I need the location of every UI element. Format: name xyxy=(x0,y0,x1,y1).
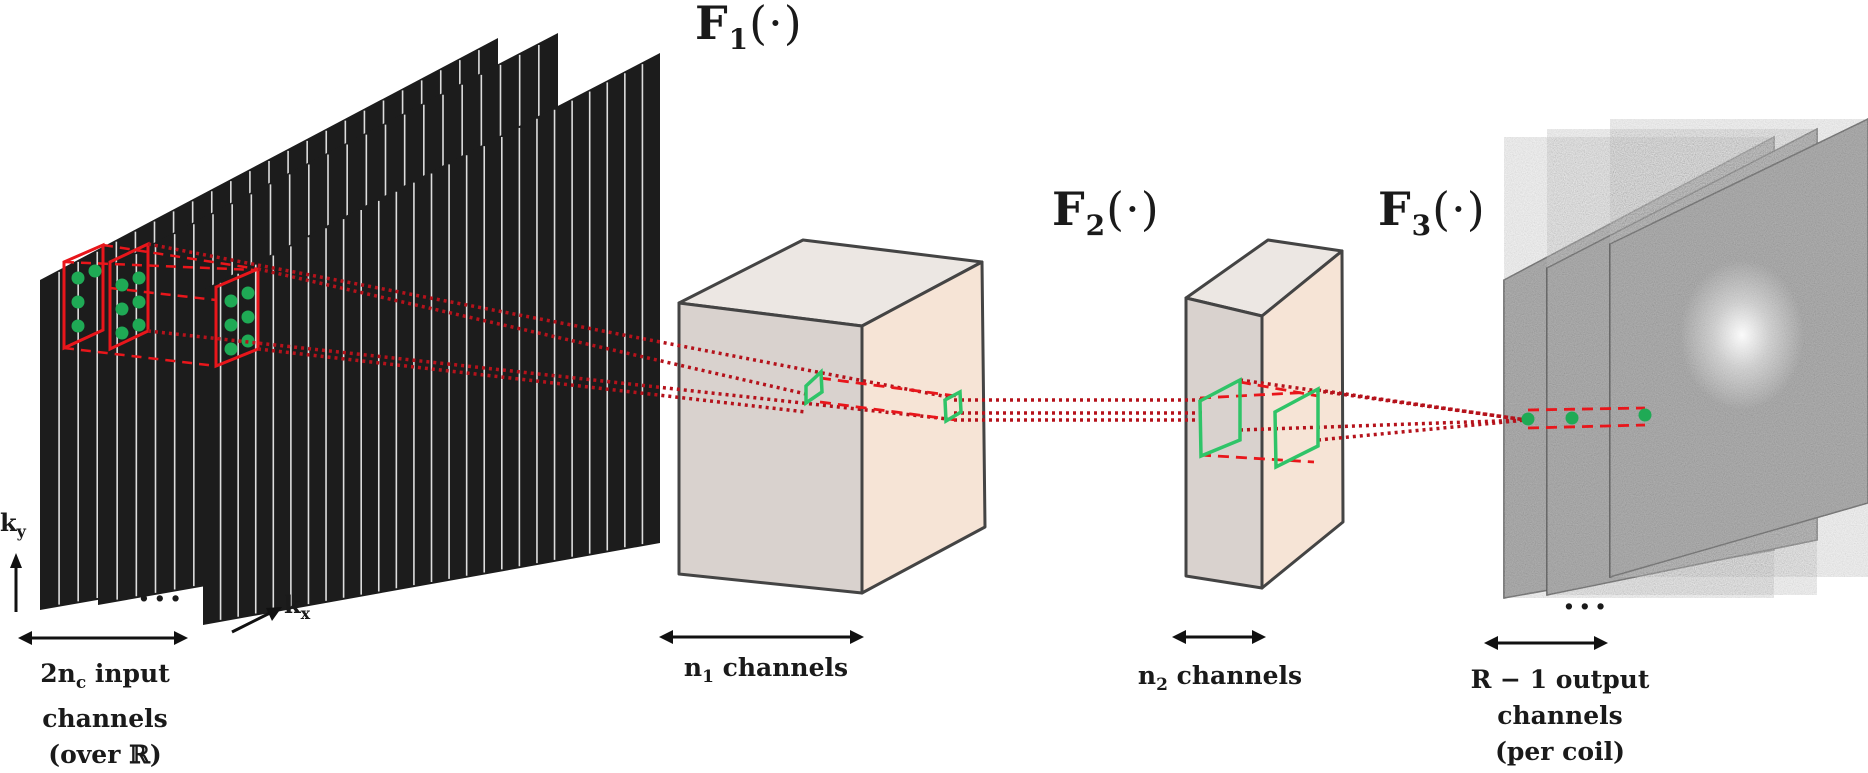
kernel-link-bottom xyxy=(63,346,217,368)
input-caption-line2: channels xyxy=(42,704,168,733)
feature-link xyxy=(1527,423,1646,430)
projection-line xyxy=(257,267,807,396)
sample-point xyxy=(132,318,146,332)
sample-point xyxy=(71,271,85,285)
input-kspace-stack xyxy=(40,33,660,625)
sample-point xyxy=(132,271,146,285)
output-ellipsis: ... xyxy=(1563,578,1611,618)
input-channels-caption: 2nc input channels (over ℝ) xyxy=(5,656,205,773)
layer2-front-face xyxy=(1184,296,1264,590)
operator-f1-label: F1(·) xyxy=(695,0,803,57)
sample-point xyxy=(115,326,129,340)
layer1-block xyxy=(677,238,987,595)
output-map-front xyxy=(1609,118,1868,578)
n2-channels-arrow xyxy=(1172,630,1266,644)
sample-point xyxy=(115,302,129,316)
sample-point xyxy=(71,319,85,333)
output-image-stack xyxy=(1503,118,1868,599)
layer1-front-face xyxy=(677,301,864,595)
kernel-link-top xyxy=(63,260,257,272)
output-channels-caption: R − 1 output channels (per coil) xyxy=(1450,662,1670,770)
input-caption-line1: 2nc input xyxy=(40,659,170,693)
output-point xyxy=(1565,411,1579,425)
kernel-box-back xyxy=(62,242,105,351)
output-caption-line3: (per coil) xyxy=(1495,737,1625,766)
ky-arrow xyxy=(10,553,22,612)
feature-link xyxy=(819,400,957,422)
projection-line xyxy=(147,329,949,421)
kx-axis-label: kx xyxy=(284,590,311,623)
sample-point xyxy=(224,294,238,308)
output-caption-line2: channels xyxy=(1497,701,1623,730)
layer2-back-window xyxy=(1273,386,1320,470)
output-points xyxy=(1521,408,1652,426)
dimension-arrows xyxy=(10,553,1608,650)
operator-f2-label: F2(·) xyxy=(1052,182,1160,243)
receptive-field-lines xyxy=(147,242,1646,464)
projection-line xyxy=(257,347,807,414)
sample-point xyxy=(224,318,238,332)
projection-line xyxy=(1239,418,1527,432)
kspace-slab-front xyxy=(203,53,660,625)
sampling-lines-front xyxy=(219,64,644,620)
input-channels-arrow xyxy=(18,631,188,645)
output-channels-arrow xyxy=(1484,636,1608,650)
feature-link xyxy=(1199,453,1315,464)
feature-windows xyxy=(804,368,1320,470)
output-caption-line1: R − 1 output xyxy=(1470,665,1650,694)
output-point xyxy=(1521,412,1535,426)
sample-point xyxy=(241,286,255,300)
projection-line xyxy=(147,242,949,399)
ky-axis-label: ky xyxy=(0,508,26,541)
sample-point xyxy=(88,264,102,278)
n1-channels-arrow xyxy=(659,630,864,644)
input-caption-line3: (over ℝ) xyxy=(48,740,162,769)
output-point xyxy=(1638,408,1652,422)
projection-line xyxy=(1317,388,1527,422)
input-kernel-points xyxy=(71,264,255,356)
kernel-link-top2 xyxy=(102,243,259,271)
sample-point xyxy=(132,295,146,309)
input-ellipsis: ... xyxy=(138,570,186,610)
n2-channels-caption: n2 channels xyxy=(1137,661,1303,695)
output-map-center-glow xyxy=(1680,260,1804,410)
feature-link xyxy=(1527,406,1646,412)
sample-point xyxy=(71,295,85,309)
layer2-block xyxy=(1184,238,1345,590)
sample-point xyxy=(224,342,238,356)
sample-point xyxy=(115,278,129,292)
n1-channels-caption: n1 channels xyxy=(683,653,849,687)
layer1-back-window xyxy=(943,389,963,425)
kx-arrow xyxy=(231,607,282,634)
feature-link xyxy=(1239,380,1319,398)
input-kernels xyxy=(62,241,260,369)
sample-point xyxy=(241,310,255,324)
operator-f3-label: F3(·) xyxy=(1378,182,1486,243)
layer1-front-window xyxy=(804,368,824,407)
kernel-link-mid xyxy=(109,286,217,302)
feature-link xyxy=(819,376,957,398)
layer2-front-window xyxy=(1198,377,1242,459)
